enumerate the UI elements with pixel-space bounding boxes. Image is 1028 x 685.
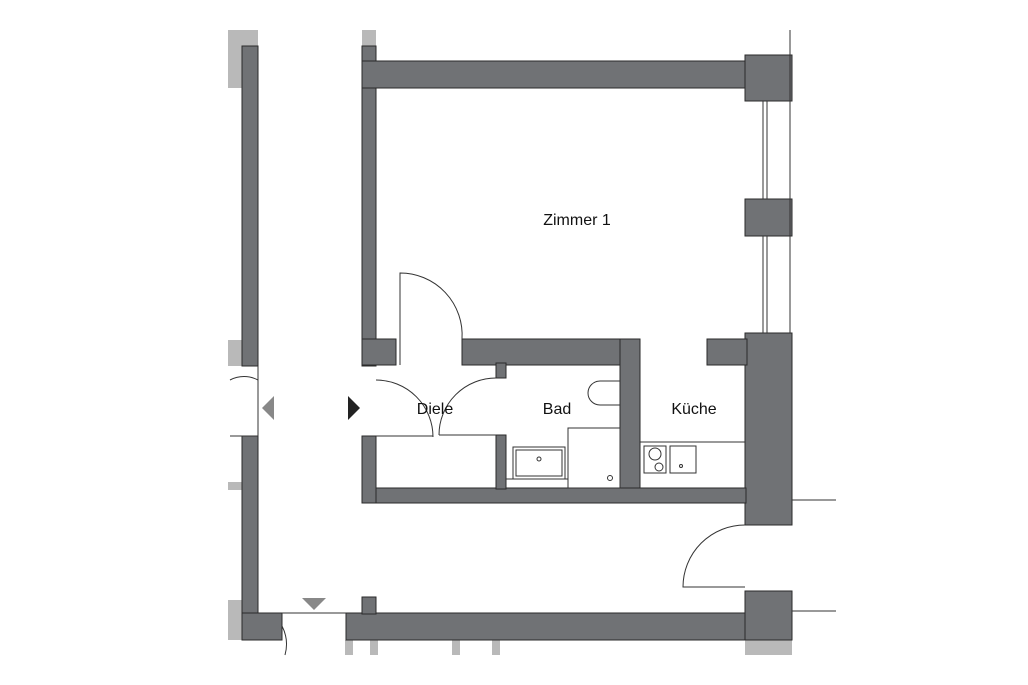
windows: [762, 30, 836, 612]
doors: [229, 272, 746, 656]
sink-icon: [512, 446, 566, 480]
fixtures: [506, 380, 745, 489]
room-label-kueche: Küche: [671, 401, 716, 418]
adjacent-walls: [228, 30, 792, 655]
room-label-diele: Diele: [417, 401, 454, 418]
entry-arrow-down-icon: [302, 598, 326, 610]
walls: [241, 45, 793, 641]
stove-icon: [643, 445, 667, 474]
kitchen-sink-icon: [669, 445, 697, 474]
entry-arrow-left-icon: [262, 396, 274, 420]
toilet-icon: [587, 380, 620, 406]
shower-icon: [567, 427, 621, 489]
room-label-zimmer: Zimmer 1: [543, 212, 611, 229]
entrance-arrow-icon: [348, 396, 360, 420]
room-label-bad: Bad: [543, 401, 571, 418]
